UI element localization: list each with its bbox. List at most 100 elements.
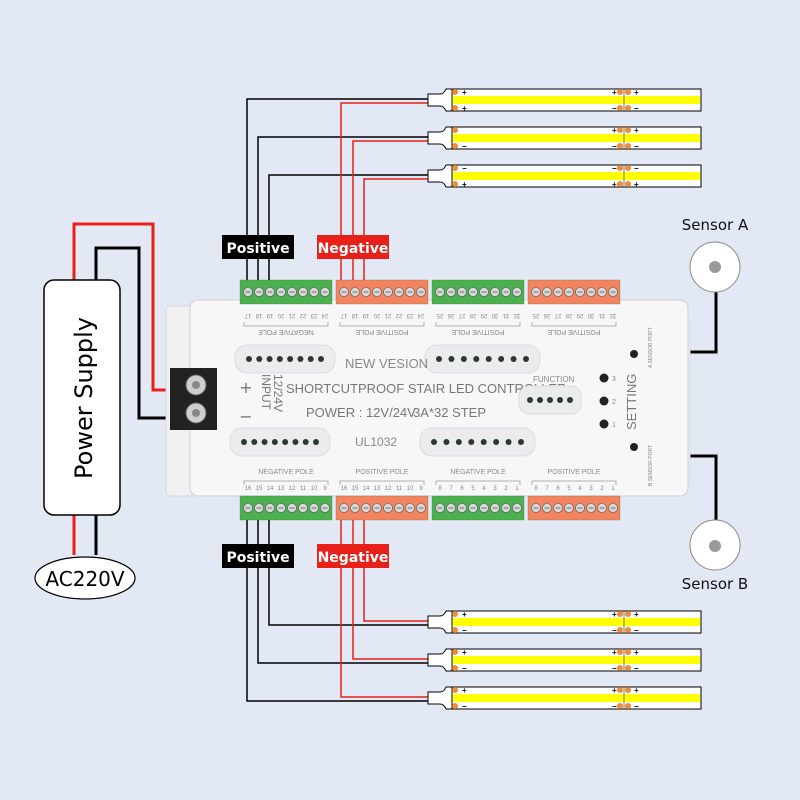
pin-number: 11 [300,486,307,492]
polarity-mark: − [462,702,467,711]
strip-connector [427,610,453,634]
solder-pad [452,89,458,95]
wire-positive-bottom-1 [268,520,430,626]
pole-bracket [435,480,521,485]
pin-number: 3 [589,486,593,492]
pin-number: 19 [266,312,273,318]
led-indicator-icon [261,439,268,445]
tag-negative-top: Negative [317,235,389,259]
polarity-mark: + [612,610,617,619]
pole-label: NEGATIVE POLE [258,328,314,335]
polarity-mark: + [462,88,467,97]
led-indicator-icon [241,439,247,445]
ac-source: AC220V [34,556,136,600]
led-indicator-icon [246,356,252,362]
sensor-port-b-jack[interactable] [630,443,638,451]
strip-connector [427,686,453,710]
solder-pad [617,649,623,655]
function-led-icon [567,397,573,403]
pin-number: 32 [513,312,520,318]
pole-label: POSITIVE POLE [356,469,409,476]
sensor-port-a-jack[interactable] [630,350,638,358]
pin-number: 5 [567,486,571,492]
sensor-b-label: Sensor B [682,575,748,593]
pin-number: 14 [267,486,274,492]
pin-number: 11 [396,486,403,492]
pin-number: 10 [407,486,414,492]
sensor-a-label: Sensor A [682,216,749,234]
led-window [229,427,331,457]
pin-number: 17 [244,312,251,318]
pole-bracket [339,322,425,327]
setting-button-3[interactable] [599,373,609,383]
polarity-mark: + [462,610,467,619]
polarity-mark: − [612,664,617,673]
pin-number: 16 [245,486,252,492]
polarity-mark: + [634,648,639,657]
solder-pad [625,665,631,671]
led-indicator-icon [455,439,462,445]
led-indicator-icon [276,356,283,362]
led-indicator-icon [468,439,475,445]
led-indicator-icon [498,356,505,362]
pin-number: 13 [278,486,285,492]
led-strip: −+−+−+ [427,164,702,189]
wire-positive-bottom-3 [246,520,430,702]
led-indicator-icon [302,439,309,445]
pin-number: 1 [515,486,519,492]
polarity-mark: + [634,88,639,97]
solder-pad [617,89,623,95]
polarity-mark: − [634,164,639,173]
led-strip: +++−+− [427,88,702,113]
pin-number: 27 [458,312,465,318]
pole-bracket [243,322,329,327]
polarity-mark: − [462,164,467,173]
polarity-mark: + [462,686,467,695]
led-indicator-icon [518,439,524,445]
setting-button-label: 1 [612,422,616,429]
rating-spec: 3A*32 STEP [413,405,486,420]
solder-pad [625,143,631,149]
polarity-mark: − [612,702,617,711]
led-band [453,134,700,142]
pole-bracket [531,322,617,327]
power-spec: POWER : 12V/24V [306,405,416,420]
pin-number: 14 [363,486,370,492]
pin-number: 8 [438,486,442,492]
solder-pad [452,143,458,149]
strip-connector [427,164,453,188]
input-minus: − [239,407,252,426]
led-indicator-icon [256,356,263,362]
pin-number: 32 [609,312,616,318]
tag-negative-top-label: Negative [318,241,389,257]
pole-bracket [243,480,329,485]
polarity-mark: + [462,648,467,657]
wire-negative-bottom-3 [340,520,430,698]
function-label: FUNCTION [533,375,575,384]
pin-number: 3 [493,486,497,492]
solder-pad [617,127,623,133]
pin-number: 31 [598,312,605,318]
led-indicator-icon [271,439,278,445]
setting-button-1[interactable] [599,419,609,429]
stair-led-controller: + − INPUT 12/24V NEW VESION SHORTCUTPROO… [165,279,691,521]
pin-number: 8 [534,486,538,492]
led-indicator-icon [266,356,273,362]
function-led-icon [547,397,553,403]
polarity-mark: + [612,648,617,657]
tag-positive-top-label: Positive [226,241,289,257]
solder-pad [625,703,631,709]
tag-positive-bottom: Positive [222,544,294,568]
wire-sensor-a [686,290,718,354]
pin-number: 10 [311,486,318,492]
led-window [419,427,536,457]
setting-button-label: 2 [612,399,616,406]
polarity-mark: − [462,142,467,151]
solder-pad [452,105,458,111]
led-indicator-icon [313,439,319,445]
pin-number: 28 [565,312,572,318]
pin-number: 17 [340,312,347,318]
pole-bracket [435,322,521,327]
led-indicator-icon [436,356,442,362]
setting-button-2[interactable] [599,396,609,406]
